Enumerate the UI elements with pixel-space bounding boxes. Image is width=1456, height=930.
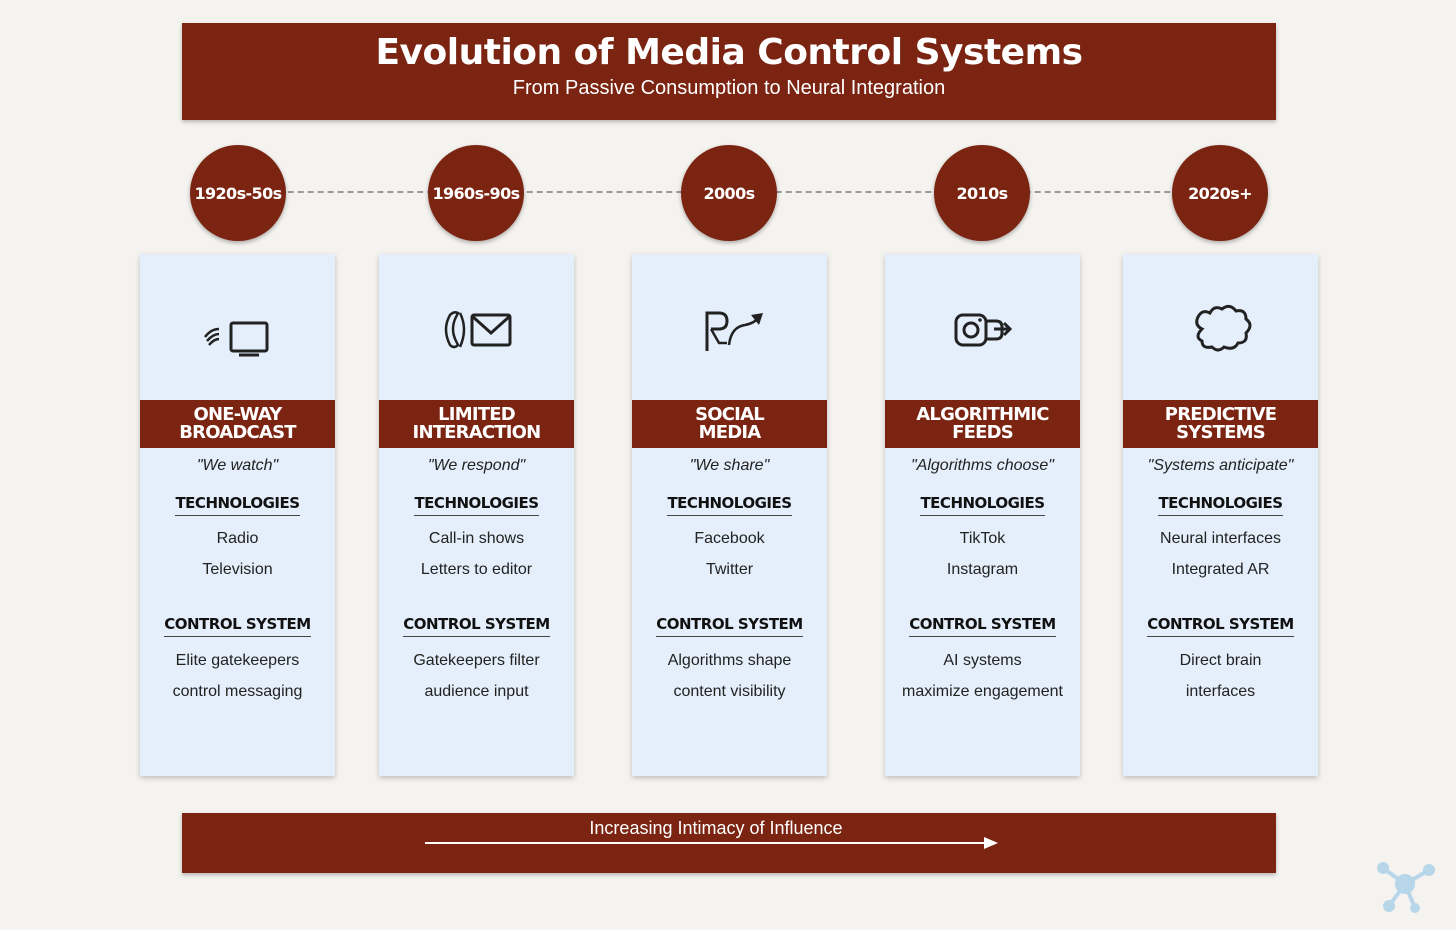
- technology-item: Integrated AR: [1171, 561, 1270, 578]
- technology-item: Facebook: [694, 530, 765, 547]
- technology-item: TikTok: [959, 530, 1006, 547]
- era-title-band: LIMITED INTERACTION: [379, 400, 574, 448]
- control-system-heading: CONTROL SYSTEM: [632, 615, 827, 637]
- era-title-line1: SOCIAL: [695, 404, 765, 425]
- era-title-line2: MEDIA: [698, 422, 762, 443]
- right-arrow-icon: [425, 837, 998, 849]
- era-circle-2: 1960s-90s: [428, 145, 524, 241]
- era-card-algorithmic: ALGORITHMIC FEEDS "Algorithms choose" TE…: [885, 254, 1080, 776]
- technology-item: Radio: [216, 530, 259, 547]
- era-quote: "We respond": [427, 457, 526, 474]
- era-label: 1920s-50s: [194, 183, 282, 203]
- technology-item: Call-in shows: [428, 530, 525, 547]
- influence-label: Increasing Intimacy of Influence: [589, 818, 843, 838]
- control-item: Gatekeepers filter: [413, 652, 540, 669]
- technology-item: Instagram: [946, 561, 1019, 578]
- control-item: maximize engagement: [902, 683, 1063, 700]
- technology-item: Neural interfaces: [1160, 530, 1281, 547]
- era-label: 2010s: [956, 183, 1008, 203]
- era-title-line1: PREDICTIVE: [1164, 404, 1277, 425]
- era-circle-1: 1920s-50s: [190, 145, 286, 241]
- era-label: 2020s+: [1188, 183, 1252, 203]
- technology-item: Letters to editor: [420, 561, 533, 578]
- era-title-line1: ALGORITHMIC: [916, 404, 1049, 425]
- era-title-band: PREDICTIVE SYSTEMS: [1123, 400, 1318, 448]
- control-item: Algorithms shape: [667, 652, 792, 669]
- era-title-band: SOCIAL MEDIA: [632, 400, 827, 448]
- page-subtitle: From Passive Consumption to Neural Integ…: [512, 77, 946, 99]
- network-logo-icon: [1377, 862, 1435, 913]
- era-title-line2: SYSTEMS: [1176, 422, 1266, 443]
- social-share-icon: [632, 284, 827, 374]
- era-title-line2: INTERACTION: [412, 422, 542, 443]
- broadcast-tv-icon: [140, 284, 335, 374]
- era-title-line2: BROADCAST: [179, 422, 296, 443]
- era-circle-3: 2000s: [681, 145, 777, 241]
- page-title: Evolution of Media Control Systems: [375, 32, 1083, 73]
- era-circle-5: 2020s+: [1172, 145, 1268, 241]
- control-system-heading: CONTROL SYSTEM: [1123, 615, 1318, 637]
- title-banner: Evolution of Media Control Systems From …: [182, 23, 1276, 120]
- era-title-line1: LIMITED: [438, 404, 516, 425]
- era-quote: "Systems anticipate": [1147, 457, 1294, 474]
- technologies-heading: TECHNOLOGIES: [379, 494, 574, 516]
- era-quote: "Algorithms choose": [911, 457, 1054, 474]
- era-title-band: ONE-WAY BROADCAST: [140, 400, 335, 448]
- era-title-line2: FEEDS: [952, 422, 1014, 443]
- era-quote: "We share": [689, 457, 770, 474]
- control-system-heading: CONTROL SYSTEM: [140, 615, 335, 637]
- control-item: Elite gatekeepers: [175, 652, 300, 669]
- control-system-heading: CONTROL SYSTEM: [379, 615, 574, 637]
- era-title-band: ALGORITHMIC FEEDS: [885, 400, 1080, 448]
- era-label: 1960s-90s: [432, 183, 520, 203]
- technologies-heading: TECHNOLOGIES: [632, 494, 827, 516]
- era-circle-4: 2010s: [934, 145, 1030, 241]
- era-label: 2000s: [703, 183, 755, 203]
- influence-banner: Increasing Intimacy of Influence: [182, 813, 1276, 873]
- control-item: content visibility: [673, 683, 786, 700]
- camera-arrow-icon: [885, 284, 1080, 374]
- control-item: AI systems: [943, 652, 1022, 669]
- control-item: Direct brain: [1179, 652, 1262, 669]
- era-quote: "We watch": [196, 457, 279, 474]
- brain-icon: [1123, 284, 1318, 374]
- era-title-line1: ONE-WAY: [193, 404, 282, 425]
- era-card-social: SOCIAL MEDIA "We share" TECHNOLOGIES Fac…: [632, 254, 827, 776]
- technologies-heading: TECHNOLOGIES: [885, 494, 1080, 516]
- era-card-broadcast: ONE-WAY BROADCAST "We watch" TECHNOLOGIE…: [140, 254, 335, 776]
- technology-item: Television: [202, 561, 273, 578]
- phone-mail-icon: [379, 284, 574, 374]
- control-item: control messaging: [172, 683, 303, 700]
- control-item: interfaces: [1185, 683, 1256, 700]
- control-item: audience input: [424, 683, 529, 700]
- technologies-heading: TECHNOLOGIES: [1123, 494, 1318, 516]
- era-card-predictive: PREDICTIVE SYSTEMS "Systems anticipate" …: [1123, 254, 1318, 776]
- technology-item: Twitter: [705, 561, 754, 578]
- control-system-heading: CONTROL SYSTEM: [885, 615, 1080, 637]
- era-card-interaction: LIMITED INTERACTION "We respond" TECHNOL…: [379, 254, 574, 776]
- technologies-heading: TECHNOLOGIES: [140, 494, 335, 516]
